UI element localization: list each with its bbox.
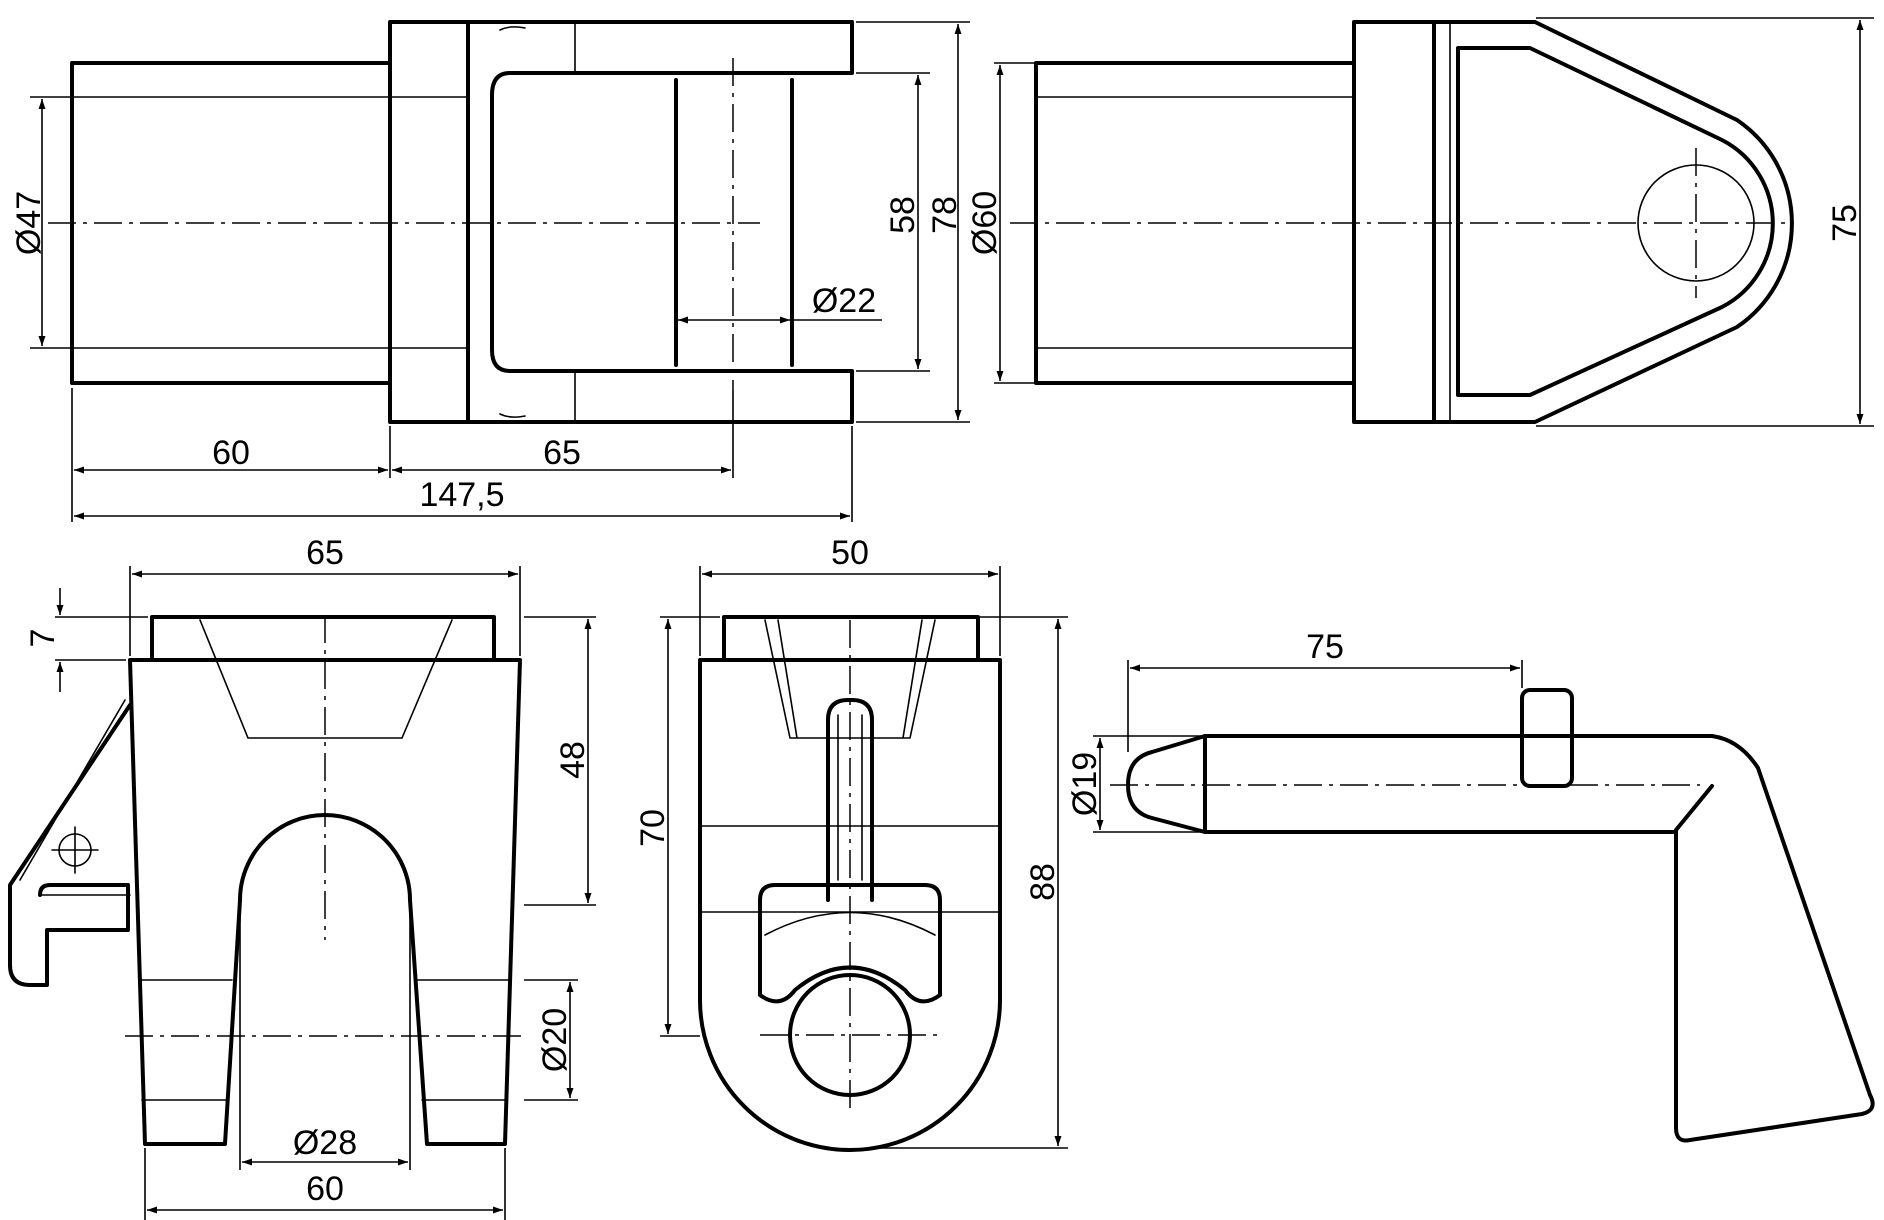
eye-inner xyxy=(1456,46,1775,397)
fork-top-taper xyxy=(199,619,453,739)
pin-body xyxy=(674,78,794,367)
pin-ext-lines xyxy=(1093,660,1523,833)
eye-body xyxy=(698,658,1002,1152)
dim-text-48: 48 xyxy=(554,741,592,779)
dim-text-75-vert: 75 xyxy=(1826,204,1864,242)
view-bottom-left: 65 7 48 Ø20 Ø28 60 xyxy=(8,534,596,1220)
view-bottom-right: 75 Ø19 xyxy=(1066,628,1875,1143)
dim-text-50: 50 xyxy=(831,534,869,572)
pin-tip xyxy=(1126,734,1207,834)
dim-text-diam28: Ø28 xyxy=(293,1124,357,1162)
dim-text-diam20: Ø20 xyxy=(536,1008,574,1072)
view-top-front: Ø47 60 65 147,5 58 78 Ø22 xyxy=(10,20,970,522)
dim-text-diam19: Ø19 xyxy=(1066,752,1104,816)
fork-hidden-lines xyxy=(139,979,509,1101)
clevis-block xyxy=(388,20,470,424)
ext-lines xyxy=(30,21,970,522)
side-ext-lines xyxy=(994,17,1874,427)
clevis-arms xyxy=(466,20,854,424)
side-shaft-thin xyxy=(1035,96,1355,349)
eye-slot xyxy=(826,698,874,902)
dim-text-65-bottom: 65 xyxy=(306,534,344,572)
fork-ext-lines xyxy=(55,566,596,1220)
dim-text-diam22: Ø22 xyxy=(812,282,876,320)
arm-inner-lines xyxy=(499,21,576,423)
dim-text-65: 65 xyxy=(543,434,581,472)
shaft-thin-lines xyxy=(71,96,469,349)
dim-text-75-pin: 75 xyxy=(1306,628,1344,666)
eye-slot-inner xyxy=(837,714,863,881)
dim-text-58: 58 xyxy=(884,196,922,234)
dim-text-60-bottom: 60 xyxy=(306,1170,344,1208)
dim-text-78: 78 xyxy=(926,196,964,234)
dim-text-147-5: 147,5 xyxy=(419,476,504,514)
dim-text-70: 70 xyxy=(634,809,672,847)
dim-text-diam47: Ø47 xyxy=(10,191,48,255)
eye-ext-lines xyxy=(660,566,1068,1149)
eye-top-flange xyxy=(722,615,980,662)
dim-text-diam60: Ø60 xyxy=(966,191,1004,255)
side-bracket xyxy=(8,703,132,987)
fork-top-flange xyxy=(150,615,496,662)
view-top-side: Ø60 75 xyxy=(966,17,1874,427)
bracket-inner xyxy=(19,699,131,896)
dim-text-7: 7 xyxy=(24,629,62,648)
eye-taper xyxy=(764,619,936,739)
fork-body xyxy=(128,658,522,1146)
side-block xyxy=(1352,20,1436,424)
eye-outer xyxy=(1432,20,1794,424)
bracket-hole-cross xyxy=(51,826,99,874)
pin-collar xyxy=(1520,688,1574,788)
dim-text-60: 60 xyxy=(212,434,250,472)
pin-arm xyxy=(1203,734,1875,1143)
view-bottom-middle: 50 70 88 xyxy=(634,534,1068,1152)
dim-text-88: 88 xyxy=(1024,863,1062,901)
